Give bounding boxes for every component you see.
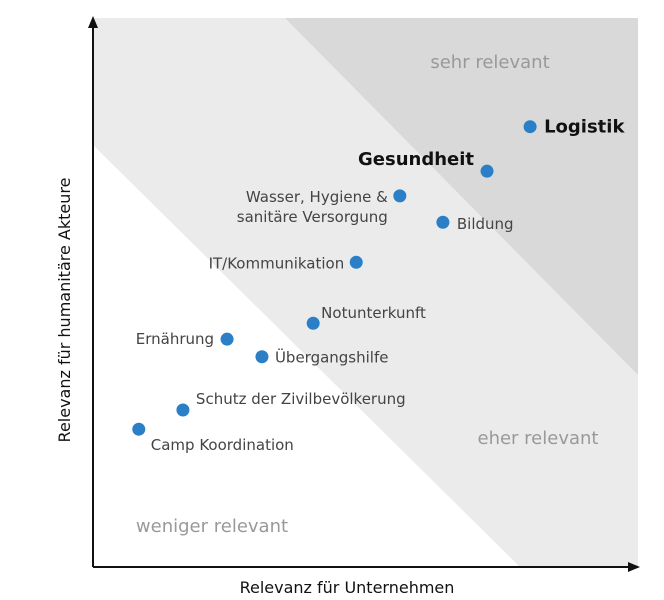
zones: sehr relevant eher relevant weniger rele…: [93, 18, 638, 567]
x-axis-arrow-icon: [628, 562, 640, 572]
data-point: [523, 120, 537, 134]
axes: Relevanz für Unternehmen Relevanz für hu…: [55, 16, 640, 597]
zone-label-sehr-relevant: sehr relevant: [430, 52, 549, 73]
data-point: [480, 164, 494, 178]
data-point: [349, 255, 363, 269]
data-label: IT/Kommunikation: [209, 254, 345, 272]
data-point: [255, 350, 269, 364]
y-axis-title: Relevanz für humanitäre Akteure: [55, 178, 74, 443]
zone-label-eher-relevant: eher relevant: [478, 428, 599, 449]
data-point: [393, 189, 407, 203]
data-point: [220, 332, 234, 346]
data-label: Camp Koordination: [151, 436, 294, 454]
data-label: Gesundheit: [358, 149, 474, 170]
y-axis-arrow-icon: [88, 16, 98, 28]
data-point: [132, 422, 146, 436]
data-label: Schutz der Zivilbevölkerung: [196, 390, 406, 408]
x-axis-title: Relevanz für Unternehmen: [240, 578, 455, 597]
zone-label-weniger-relevant: weniger relevant: [136, 516, 288, 537]
data-label: Ernährung: [136, 330, 214, 348]
data-label: Bildung: [457, 215, 514, 233]
data-point: [436, 215, 450, 229]
data-point: [306, 316, 320, 330]
data-label: Wasser, Hygiene &: [246, 188, 388, 206]
data-label-line2: sanitäre Versorgung: [237, 208, 388, 226]
zone-weniger-relevant-area: [93, 145, 520, 567]
data-label: Notunterkunft: [321, 304, 426, 322]
data-point: [176, 403, 190, 417]
zone-sehr-relevant-area: [285, 18, 638, 375]
data-label: Übergangshilfe: [275, 348, 389, 367]
data-label: Logistik: [544, 117, 625, 138]
